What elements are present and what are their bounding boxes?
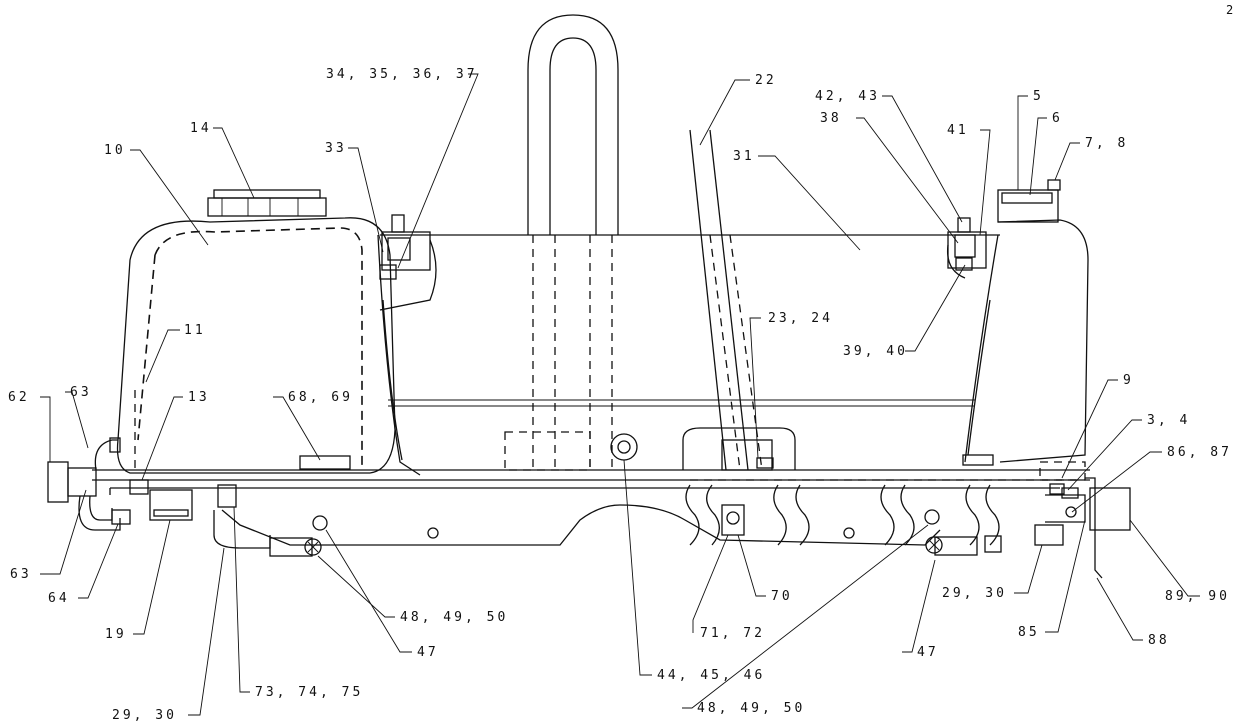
main-tank	[377, 234, 1000, 476]
callout-73-74-75: 73, 74, 75	[255, 685, 363, 700]
callout-48-49-50-left: 48, 49, 50	[400, 610, 508, 625]
callout-10: 10	[104, 143, 126, 158]
callout-86-87: 86, 87	[1167, 445, 1232, 460]
callout-42-43: 42, 43	[815, 89, 880, 104]
callout-70: 70	[771, 589, 793, 604]
right-tank	[962, 179, 1089, 481]
left-tank	[116, 189, 396, 474]
callout-33: 33	[325, 141, 347, 156]
callout-71-72: 71, 72	[700, 626, 765, 641]
callout-6: 6	[1052, 111, 1063, 126]
callout-62: 62	[8, 390, 30, 405]
callout-19: 19	[105, 627, 127, 642]
callout-11: 11	[184, 323, 206, 338]
callout-41: 41	[947, 123, 969, 138]
callout-47-left: 47	[417, 645, 439, 660]
callout-29-30-right: 29, 30	[942, 586, 1007, 601]
callout-7-8: 7, 8	[1085, 136, 1128, 151]
callout-3-4: 3, 4	[1147, 413, 1190, 428]
callout-34-35-36-37: 34, 35, 36, 37	[326, 67, 478, 82]
callout-63-bottom: 63	[10, 567, 32, 582]
callout-47-right: 47	[917, 645, 939, 660]
callout-14: 14	[190, 121, 212, 136]
callout-68-69: 68, 69	[288, 390, 353, 405]
callout-22: 22	[755, 73, 777, 88]
tank-mount-left	[379, 214, 437, 311]
callout-9: 9	[1123, 373, 1134, 388]
callout-13: 13	[188, 390, 210, 405]
callout-29-30-left: 29, 30	[112, 708, 177, 722]
frame-rail	[92, 433, 1090, 546]
callout-63-top: 63	[70, 385, 92, 400]
callout-31: 31	[733, 149, 755, 164]
callout-23-24: 23, 24	[768, 311, 833, 326]
callout-48-49-50-right: 48, 49, 50	[697, 701, 805, 716]
callout-39-40: 39, 40	[843, 344, 908, 359]
callout-85: 85	[1018, 625, 1040, 640]
callout-38: 38	[820, 111, 842, 126]
callout-44-45-46: 44, 45, 46	[657, 668, 765, 683]
leader-lines	[40, 73, 1200, 716]
right-fittings	[721, 477, 1131, 579]
roll-bar	[504, 14, 796, 471]
tank-mount-right	[946, 217, 987, 279]
callout-5: 5	[1033, 89, 1044, 104]
callout-64: 64	[48, 591, 70, 606]
callout-89-90: 89, 90	[1165, 589, 1230, 604]
page-number: 2	[1226, 3, 1233, 17]
left-fittings	[47, 437, 328, 557]
callout-88: 88	[1148, 633, 1170, 648]
